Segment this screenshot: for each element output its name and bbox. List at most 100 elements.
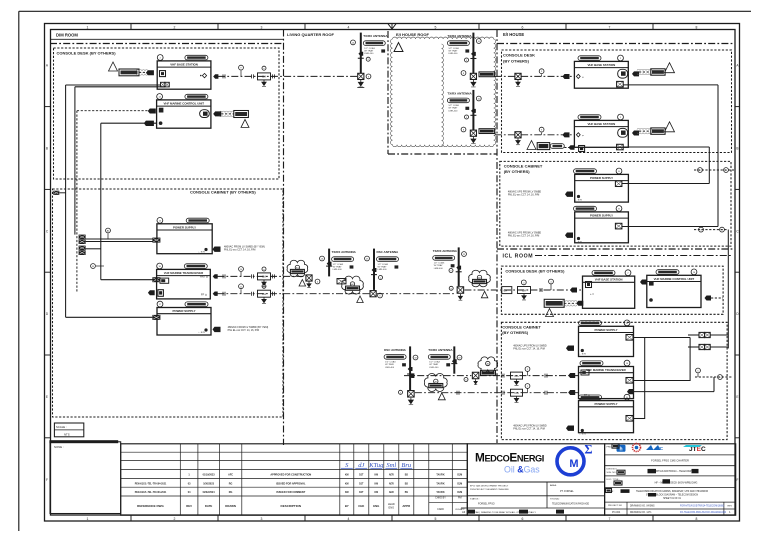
svg-text:11: 11: [240, 286, 243, 288]
svg-text:LMR-400: LMR-400: [429, 367, 439, 369]
svg-text:8: 8: [368, 76, 370, 78]
svg-text:ICL ROOM: ICL ROOM: [503, 254, 534, 260]
svg-text:480VAC FROM LV SWBD (BY YEM): 480VAC FROM LV SWBD (BY YEM): [224, 246, 265, 249]
svg-text:KM: KM: [345, 483, 349, 485]
svg-text:KM: KM: [375, 492, 379, 494]
svg-text:dJ: dJ: [358, 462, 365, 469]
svg-text:22: 22: [463, 254, 466, 256]
svg-text:TC: TC: [657, 446, 664, 451]
svg-text:DJM: DJM: [457, 492, 462, 494]
svg-text:1/2" COAX: 1/2" COAX: [448, 104, 459, 107]
svg-text:9: 9: [541, 71, 543, 73]
svg-text:1 – MTG/KJG5/TR/014 – TELE: 1 – MTG/KJG5/TR/014 – TELECOM/16081: [652, 470, 699, 473]
svg-text:1/2" COAX: 1/2" COAX: [448, 47, 459, 50]
svg-text:4: 4: [523, 282, 525, 284]
svg-text:A1: A1: [296, 266, 299, 269]
svg-text:W/ TRAY: W/ TRAY: [364, 49, 373, 52]
svg-text:SCALE :: SCALE :: [56, 425, 67, 429]
svg-text:LMR-400: LMR-400: [448, 110, 458, 112]
svg-text:4: 4: [550, 282, 552, 284]
svg-text:∟ B7B: ∟ B7B: [198, 331, 205, 334]
svg-text:∟ B7B: ∟ B7B: [575, 241, 582, 244]
svg-text:9: 9: [466, 60, 468, 62]
svg-text:CONSOLE CABINET: CONSOLE CABINET: [504, 164, 543, 169]
svg-text:6: 6: [379, 296, 381, 298]
svg-text:VHF BASE STATION: VHF BASE STATION: [588, 122, 616, 126]
svg-text:RG: RG: [229, 482, 233, 485]
svg-text:7: 7: [609, 26, 611, 30]
svg-text:9: 9: [240, 68, 242, 70]
svg-text:NTS: NTS: [64, 433, 70, 437]
svg-text:LEAD: LEAD: [388, 502, 395, 506]
svg-text:18: 18: [414, 358, 417, 360]
svg-text:TX/RX ANTENNA: TX/RX ANTENNA: [433, 249, 458, 253]
svg-text:DRAWN: DRAWN: [225, 504, 236, 508]
svg-text:CKD/APP: CKD/APP: [455, 508, 465, 511]
svg-text:AFC: AFC: [228, 474, 233, 477]
svg-text:F: F: [46, 478, 48, 482]
svg-text:∟ B7B: ∟ B7B: [198, 251, 205, 254]
svg-text:MEDCOENERGI: MEDCOENERGI: [475, 451, 544, 465]
svg-text:4: 4: [700, 230, 702, 232]
svg-text:10: 10: [478, 99, 481, 101]
svg-text:BS: BS: [405, 483, 409, 485]
svg-text:h: h: [619, 447, 622, 453]
svg-text:6: 6: [465, 380, 467, 382]
svg-text:FOR-MTG/KJG5/TR/014-TELECOM/16: FOR-MTG/KJG5/TR/014-TELECOM/16081: [680, 505, 725, 507]
svg-text:480VAC UPS FROM LV SWBD: 480VAC UPS FROM LV SWBD: [513, 425, 547, 428]
svg-text:8: 8: [696, 517, 698, 521]
svg-text:16: 16: [626, 363, 629, 365]
svg-text:PNL EL-xxx CCT. 14, 16, P/M: PNL EL-xxx CCT. 14, 16, P/M: [513, 428, 544, 431]
svg-text:4: 4: [721, 230, 723, 232]
svg-text:1/2" COAX: 1/2" COAX: [385, 361, 396, 364]
svg-text:03: 03: [188, 482, 191, 485]
svg-text:POWER SUPPLY: POWER SUPPLY: [172, 309, 195, 313]
svg-text:Sml: Sml: [386, 462, 396, 469]
svg-text:ENG: ENG: [373, 504, 379, 508]
svg-text:B: B: [618, 209, 620, 211]
svg-text:7: 7: [400, 392, 402, 394]
svg-text:9: 9: [541, 130, 543, 132]
svg-text:TITLE(S) :: TITLE(S) :: [550, 499, 560, 501]
svg-text:Σ: Σ: [584, 443, 592, 457]
svg-text:BS: BS: [405, 475, 409, 477]
svg-text:C: C: [46, 229, 49, 233]
svg-text:480VAC UPS FROM LV SWBD: 480VAC UPS FROM LV SWBD: [508, 191, 542, 194]
svg-text:CONSOLE DESK (BY OTHERS): CONSOLE DESK (BY OTHERS): [57, 51, 117, 56]
svg-text:480VAC UPS FROM LV SWBD: 480VAC UPS FROM LV SWBD: [508, 232, 542, 235]
svg-text:POWER SUPPLY: POWER SUPPLY: [173, 225, 196, 229]
svg-text:SHEET 01 OF 01: SHEET 01 OF 01: [663, 498, 682, 500]
svg-text:17: 17: [159, 304, 162, 306]
svg-text:SCH. NO :: SCH. NO :: [607, 472, 618, 474]
svg-text:REV: REV: [728, 506, 733, 508]
svg-text:14: 14: [693, 272, 696, 274]
svg-text:B: B: [626, 397, 628, 399]
svg-text:TX/RX ANTENNA: TX/RX ANTENNA: [447, 91, 472, 95]
svg-text:2: 2: [174, 517, 176, 521]
svg-text:CA: CA: [522, 288, 526, 292]
svg-text:5: 5: [697, 371, 699, 373]
svg-text:A2: A2: [478, 276, 481, 279]
svg-text:NONE :: NONE :: [54, 445, 64, 449]
svg-text:VHF BASE STATION: VHF BASE STATION: [595, 278, 623, 282]
svg-text:D: D: [736, 312, 739, 316]
svg-text:W/ TRAY: W/ TRAY: [385, 363, 394, 366]
svg-text:TAUFIK: TAUFIK: [436, 474, 445, 477]
svg-text:A2: A2: [487, 363, 490, 366]
svg-text:CA: CA: [262, 292, 266, 296]
svg-text:2: 2: [174, 26, 176, 30]
svg-text:PNL EL-xxx CCT. 14, 16, P/M: PNL EL-xxx CCT. 14, 16, P/M: [508, 194, 539, 197]
svg-text:5: 5: [719, 377, 721, 379]
svg-text:1: 1: [527, 386, 529, 388]
svg-text:TAUFIK: TAUFIK: [436, 482, 445, 485]
svg-text:PO-004: PO-004: [612, 511, 621, 514]
svg-text:TELECOMMUNICATION GMDSS, INMAR: TELECOMMUNICATION GMDSS, INMARSAT, UHF A…: [636, 490, 708, 493]
svg-text:PROJ :: PROJ :: [607, 447, 614, 449]
svg-text:W/ TRAY: W/ TRAY: [434, 264, 443, 267]
svg-text:FORSEL FPSO CMS CHARTER: FORSEL FPSO CMS CHARTER: [651, 459, 689, 463]
svg-text:ISSUED FOR APPROVAL: ISSUED FOR APPROVAL: [276, 482, 306, 485]
svg-text:6: 6: [522, 26, 524, 30]
svg-text:8: 8: [463, 73, 465, 75]
svg-text:CA: CA: [504, 289, 508, 293]
svg-text:E/I HOUSE ROOF: E/I HOUSE ROOF: [396, 32, 429, 37]
